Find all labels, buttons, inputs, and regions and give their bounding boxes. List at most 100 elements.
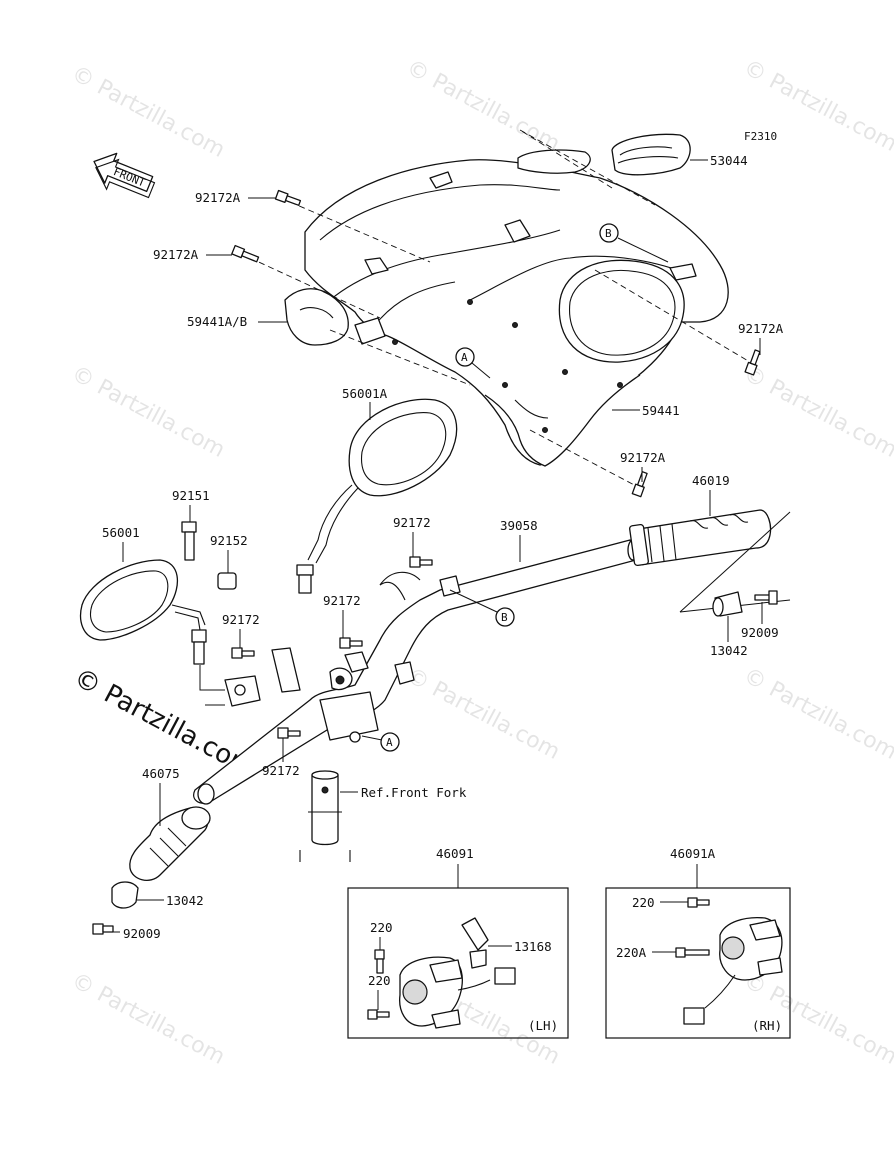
svg-text:A: A (461, 351, 468, 364)
bolt-92172-top (409, 556, 433, 568)
bolt-92172-mid (339, 637, 363, 649)
screw-220A-rh (675, 947, 710, 958)
svg-text:56001A: 56001A (342, 386, 388, 401)
part-label-220A: 220A (616, 945, 676, 960)
svg-text:59441A/B: 59441A/B (187, 314, 247, 329)
part-label-92152: 92152 (210, 533, 248, 573)
part-label-92172A-3: 92172A (738, 321, 784, 355)
svg-text:92172A: 92172A (738, 321, 784, 336)
svg-text:B: B (605, 227, 612, 240)
callout-b-bar: B (449, 589, 515, 627)
svg-text:39058: 39058 (500, 518, 538, 533)
svg-text:13042: 13042 (166, 893, 204, 908)
svg-text:220: 220 (370, 920, 393, 935)
svg-text:220: 220 (632, 895, 655, 910)
bar-end-weight-right (712, 591, 743, 617)
part-label-92172A-2: 92172A (153, 247, 232, 262)
part-label-92172-4: 92172 (262, 738, 300, 778)
pad-53044 (611, 133, 691, 176)
part-label-59441AB: 59441A/B (187, 314, 287, 329)
part-label-220-lh-2: 220 (368, 973, 391, 1010)
part-label-56001A: 56001A (342, 386, 388, 420)
screw-92009-left (92, 923, 114, 935)
svg-text:46091A: 46091A (670, 846, 716, 861)
svg-text:92172A: 92172A (153, 247, 199, 262)
watermark: © Partzilla.com (402, 663, 564, 765)
rh-box-label: (RH) (752, 1018, 782, 1033)
bolt-92151 (181, 521, 197, 561)
bolt-92172A-2 (231, 244, 260, 263)
bolt-92172A-3 (744, 349, 761, 376)
svg-text:92009: 92009 (123, 926, 161, 941)
svg-text:92172: 92172 (323, 593, 361, 608)
svg-text:A: A (386, 736, 393, 749)
svg-text:92009: 92009 (741, 625, 779, 640)
part-label-92009-1: 92009 (741, 602, 779, 640)
part-label-13042-1: 13042 (710, 616, 748, 658)
lh-box-label: (LH) (528, 1018, 558, 1033)
svg-text:46091: 46091 (436, 846, 474, 861)
svg-text:B: B (501, 611, 508, 624)
callout-a-bar: A (361, 732, 400, 752)
svg-text:220A: 220A (616, 945, 647, 960)
left-grip (129, 806, 211, 881)
svg-text:92172: 92172 (262, 763, 300, 778)
mirror-right (296, 398, 458, 594)
part-label-92172-3: 92172 (222, 612, 260, 648)
part-label-92172A-4: 92172A (620, 450, 666, 482)
screw-220-lh-1 (374, 949, 385, 974)
bolt-92172A-4 (631, 471, 648, 498)
handlebar (193, 539, 639, 805)
bolt-92172-left (231, 647, 255, 659)
part-label-13168: 13168 (488, 939, 552, 954)
watermark: © Partzilla.com (739, 361, 894, 463)
headlight-cowl (284, 149, 729, 467)
svg-text:59441: 59441 (642, 403, 680, 418)
part-label-53044: 53044 (690, 153, 748, 168)
part-label-39058: 39058 (500, 518, 538, 562)
rh-switch-box (605, 887, 791, 1039)
part-label-ref-front-fork: Ref.Front Fork (340, 785, 467, 800)
svg-text:92172A: 92172A (620, 450, 666, 465)
callout-a-top: A (455, 347, 491, 379)
svg-text:46075: 46075 (142, 766, 180, 781)
svg-text:Ref.Front Fork: Ref.Front Fork (361, 785, 467, 800)
part-label-92151: 92151 (172, 488, 210, 522)
svg-text:220: 220 (368, 973, 391, 988)
part-label-56001: 56001 (102, 525, 140, 562)
nut-92152 (217, 572, 237, 590)
svg-text:13168: 13168 (514, 939, 552, 954)
front-arrow-icon: FRONT (93, 152, 156, 199)
bolt-92172-low (277, 727, 301, 739)
screw-220-rh (687, 897, 710, 908)
svg-text:13042: 13042 (710, 643, 748, 658)
part-label-220-rh: 220 (632, 895, 688, 910)
part-label-220-lh-1: 220 (370, 920, 393, 950)
svg-text:92152: 92152 (210, 533, 248, 548)
part-label-46075: 46075 (142, 766, 180, 826)
part-label-46091: 46091 (436, 846, 474, 888)
svg-text:46019: 46019 (692, 473, 730, 488)
watermark: © Partzilla.com (739, 663, 894, 765)
mirror-left (79, 559, 207, 665)
front-fork-ref (299, 770, 351, 862)
part-label-13042-2: 13042 (137, 893, 204, 908)
bolt-92172A-1 (274, 189, 302, 206)
throttle-grip (629, 509, 772, 567)
watermark: © Partzilla.com (67, 61, 229, 163)
part-label-92172-1: 92172 (393, 515, 431, 557)
screw-220-lh-2 (367, 1009, 390, 1020)
svg-text:92172: 92172 (393, 515, 431, 530)
screw-92009-right (754, 590, 778, 605)
part-label-92172A-1: 92172A (195, 190, 276, 205)
svg-text:56001: 56001 (102, 525, 140, 540)
svg-text:92172: 92172 (222, 612, 260, 627)
part-label-92172-2: 92172 (323, 593, 361, 638)
bar-end-weight-left (111, 881, 139, 909)
svg-text:92172A: 92172A (195, 190, 241, 205)
callout-b-top: B (599, 223, 669, 263)
part-label-46091A: 46091A (670, 846, 716, 888)
rh-switch-housing (683, 916, 783, 1025)
watermark: © Partzilla.com (67, 968, 229, 1070)
